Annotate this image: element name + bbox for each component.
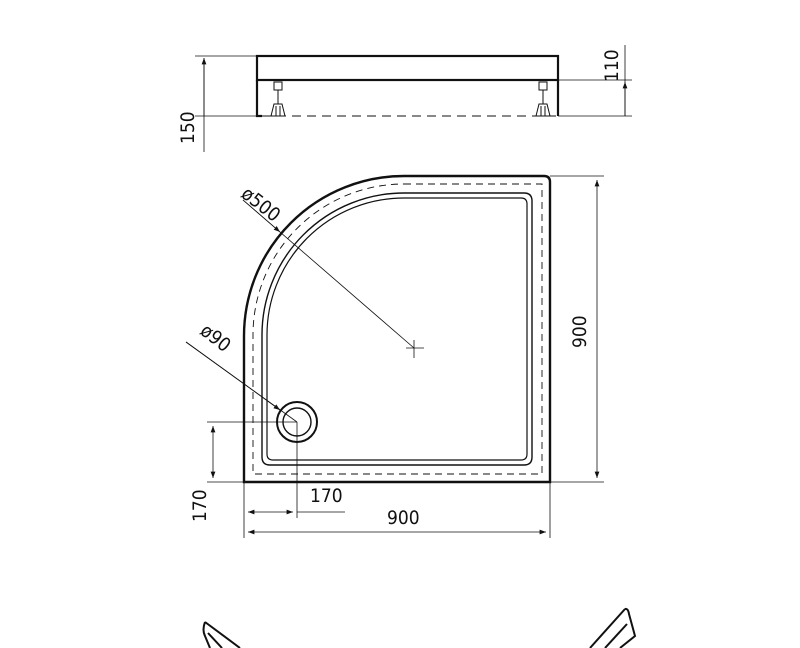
tray-skirt [255,80,560,118]
dimension-radius [242,199,415,349]
tray-corner-left [202,621,241,648]
dimension-150 [195,55,257,152]
dimension-900-vertical [550,175,604,483]
dim-label-depth: 900 [569,315,591,348]
dimension-900-horizontal [243,482,551,538]
rim-hidden-line [252,183,543,475]
dim-label-width: 900 [387,507,420,529]
isometric-view-partial [202,607,637,648]
adjustable-leg-right [535,81,551,117]
dim-label-drain-y: 170 [189,489,211,522]
adjustable-leg-left [270,81,286,117]
tray-rim-profile [255,54,560,82]
tray-corner-right [589,607,637,648]
side-view [195,45,632,152]
dim-label-150: 150 [177,111,199,144]
dim-label-110: 110 [601,49,623,82]
tray-outline [242,174,552,484]
dim-label-radius: ø500 [237,183,284,227]
plan-view [185,174,604,538]
basin-edge-outer [261,192,533,466]
dimension-110 [558,45,632,117]
dim-label-drain: ø90 [196,320,235,357]
basin-edge-inner [266,197,528,461]
dimension-170-horizontal [248,422,345,518]
dim-label-drain-x: 170 [310,485,343,507]
dimension-drain [185,341,298,423]
arc-center-mark [406,340,424,358]
dimension-170-vertical [207,421,297,483]
